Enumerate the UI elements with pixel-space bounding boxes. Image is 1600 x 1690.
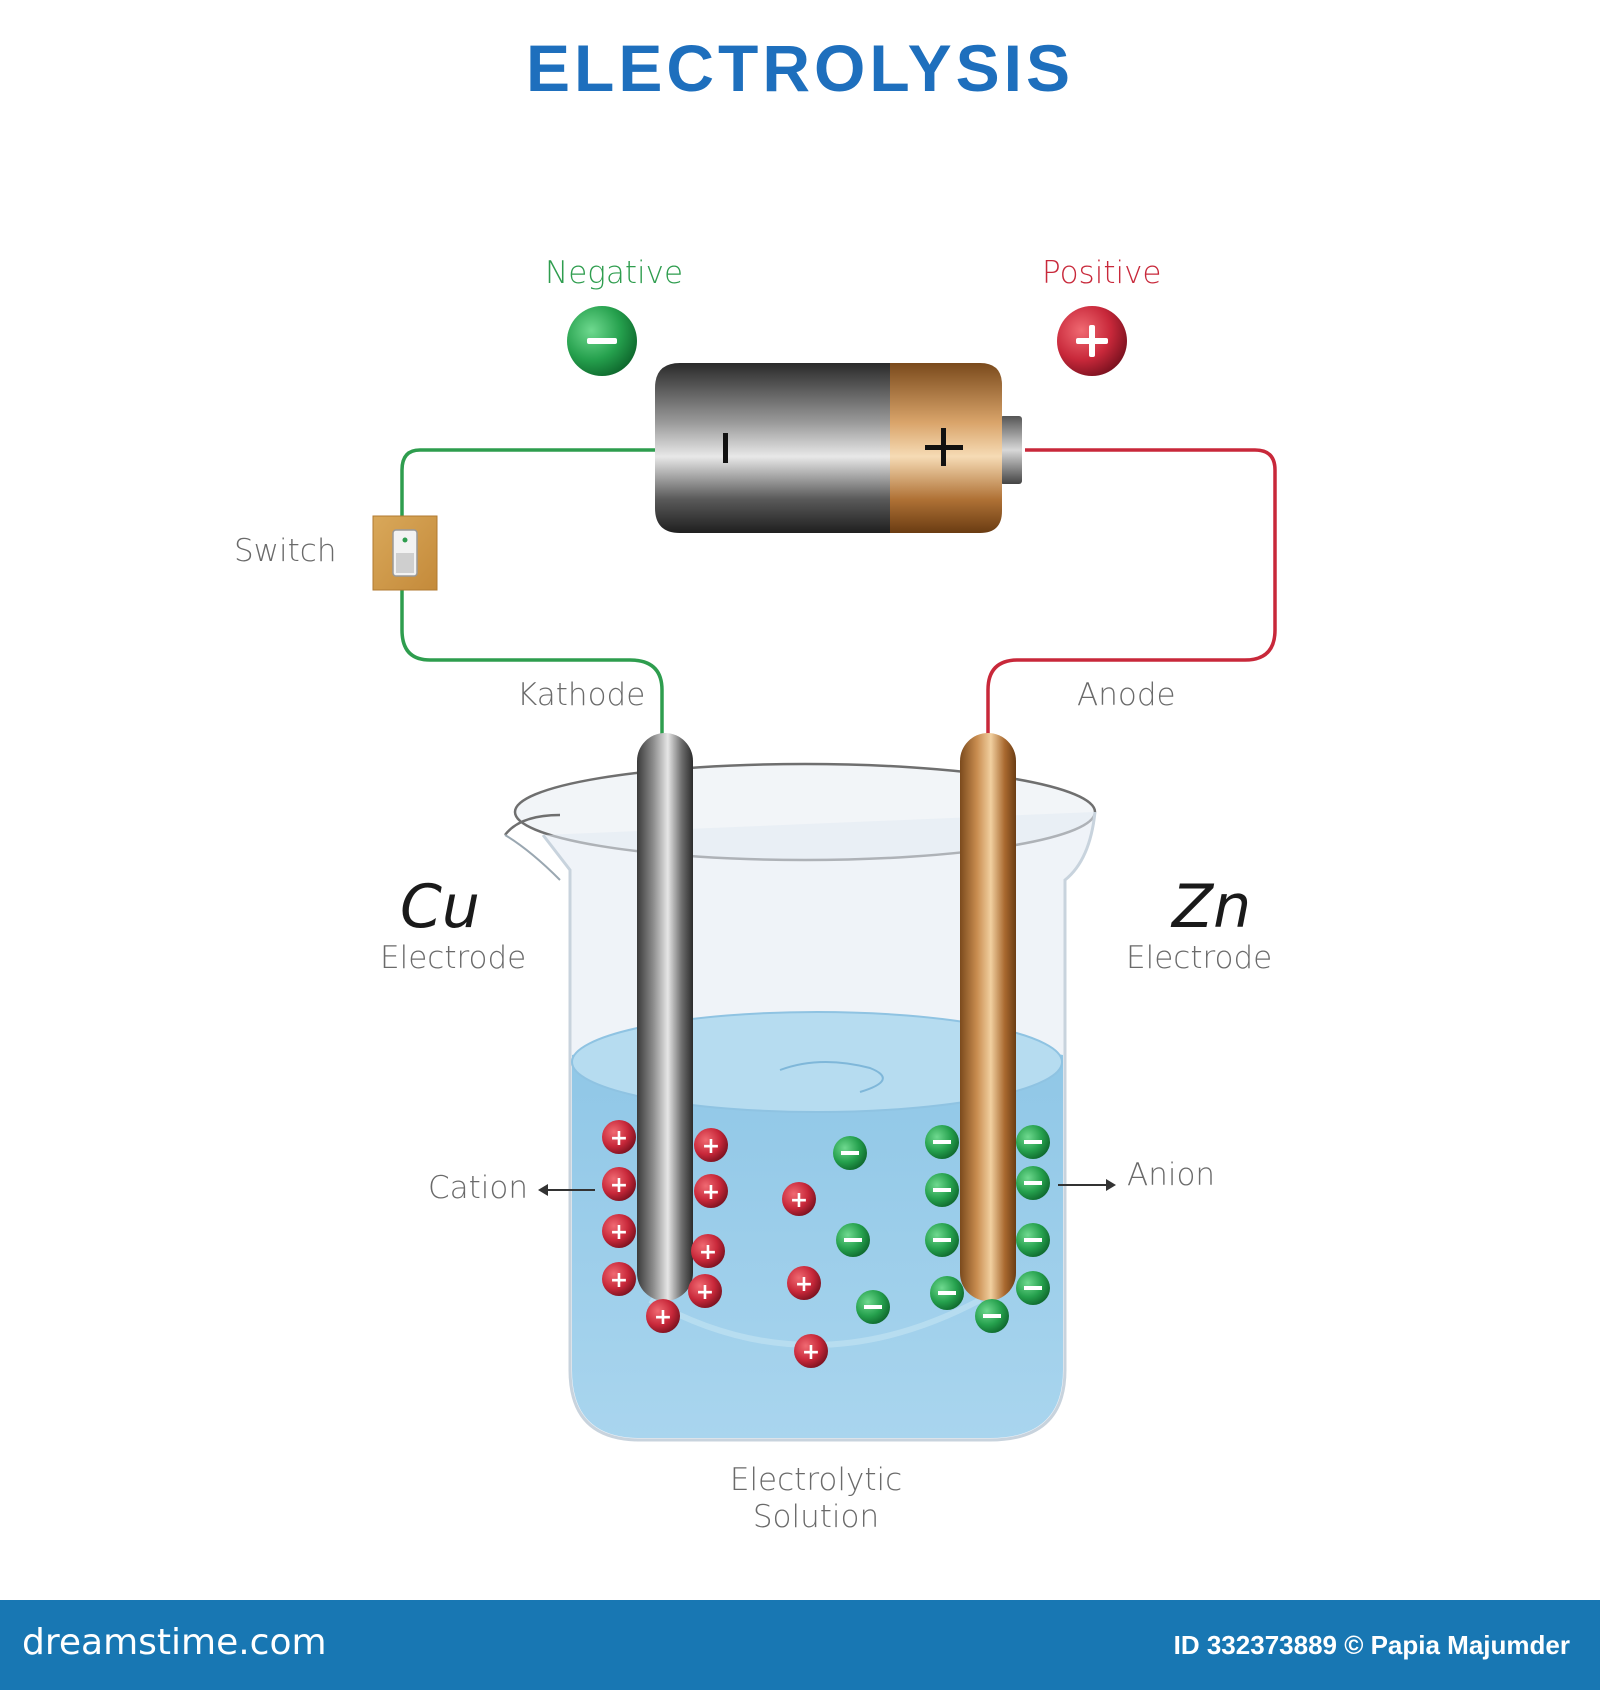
svg-text:+: + [802,1340,820,1365]
negative-label: Negative [545,255,684,291]
anode-label: Anode [1077,677,1176,713]
anion-label: Anion [1127,1157,1216,1193]
switch-icon [372,515,438,591]
anode-rod-icon [960,733,1016,1301]
right-electrode-symbol: Zn [1172,872,1252,942]
negative-wire [400,448,664,735]
svg-text:+: + [702,1134,720,1159]
svg-text:+: + [795,1272,813,1297]
cation-icon: + + + + + + + + + + + + [602,1120,828,1368]
positive-terminal-icon [1057,306,1127,376]
svg-text:+: + [610,1268,628,1293]
anion-icon [833,1125,1050,1333]
positive-wire [986,448,1277,735]
battery-icon [655,363,1022,533]
cathode-rod-icon [637,733,693,1301]
anion-arrow-icon [1058,1179,1116,1191]
svg-text:+: + [610,1220,628,1245]
left-electrode-symbol: Cu [400,872,480,942]
right-electrode-label: Electrode [1126,940,1273,976]
solution-label-line1: Electrolytic [729,1462,903,1498]
svg-text:+: + [654,1305,672,1330]
positive-label: Positive [1042,255,1162,291]
svg-text:+: + [699,1240,717,1265]
solution-label-line2: Solution [752,1499,880,1535]
footer-credit: ID 332373889 © Papia Majumder [1173,1630,1570,1660]
svg-text:+: + [696,1280,714,1305]
negative-terminal-icon [567,306,637,376]
footer-logo: dreamstime.com [22,1622,327,1663]
footer-bar: dreamstime.com ID 332373889 © Papia Maju… [0,1600,1600,1690]
page-title: ELECTROLYSIS [526,31,1074,105]
cation-arrow-icon [538,1184,595,1196]
svg-text:+: + [702,1180,720,1205]
left-electrode-label: Electrode [380,940,527,976]
svg-text:+: + [610,1173,628,1198]
cathode-label: Kathode [517,677,646,713]
cation-label: Cation [428,1170,529,1206]
svg-text:+: + [610,1126,628,1151]
switch-label: Switch [234,533,337,569]
svg-text:+: + [790,1188,808,1213]
